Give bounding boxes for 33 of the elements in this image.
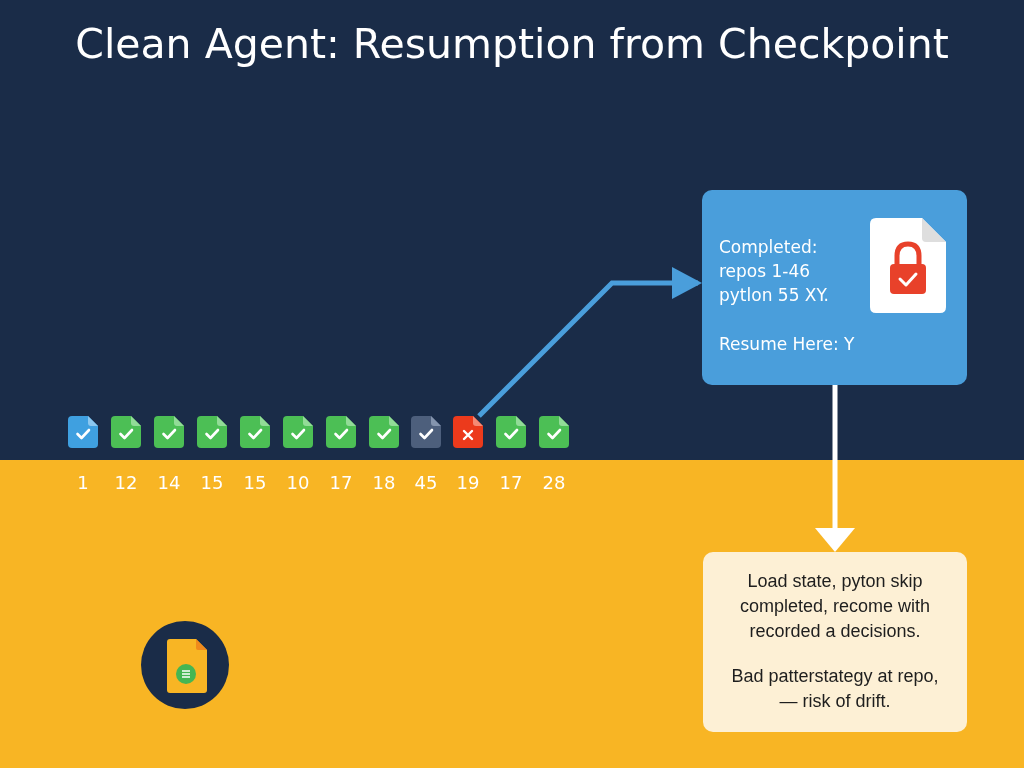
repo-number: 10 xyxy=(286,472,310,494)
file-icon xyxy=(453,416,483,448)
file-icon xyxy=(326,416,356,448)
file-icon xyxy=(496,416,526,448)
file-icon xyxy=(68,416,98,448)
repo-number: 12 xyxy=(114,472,138,494)
repo-number: 19 xyxy=(456,472,480,494)
note-box xyxy=(703,552,967,732)
file-icon xyxy=(154,416,184,448)
resume-text: Resume Here: Y xyxy=(719,333,855,356)
repo-number: 45 xyxy=(414,472,438,494)
callout-box xyxy=(702,190,967,385)
file-icon xyxy=(283,416,313,448)
status-text: Completed: repos 1-46 pytlon 55 XY. xyxy=(719,236,830,307)
file-icon xyxy=(539,416,569,448)
repo-number: 17 xyxy=(329,472,353,494)
arrow xyxy=(477,267,702,418)
arrow xyxy=(815,385,855,552)
note-text: Load state, pyton skip completed, recome with recorded a decisions. xyxy=(738,570,932,643)
file-icon xyxy=(411,416,441,448)
note-text: Bad patterstategy at repo, — risk of drift. xyxy=(730,665,940,713)
file-icon xyxy=(111,416,141,448)
repo-number: 15 xyxy=(243,472,267,494)
repo-number: 18 xyxy=(372,472,396,494)
file-icon xyxy=(240,416,270,448)
title: Clean Agent: Resumption from Checkpoint xyxy=(75,19,949,70)
file-icon xyxy=(369,416,399,448)
repo-number: 1 xyxy=(77,472,89,494)
repo-number: 17 xyxy=(499,472,523,494)
repo-number: 28 xyxy=(542,472,566,494)
repo-number: 15 xyxy=(200,472,224,494)
file-icon xyxy=(197,416,227,448)
repo-number: 14 xyxy=(157,472,181,494)
